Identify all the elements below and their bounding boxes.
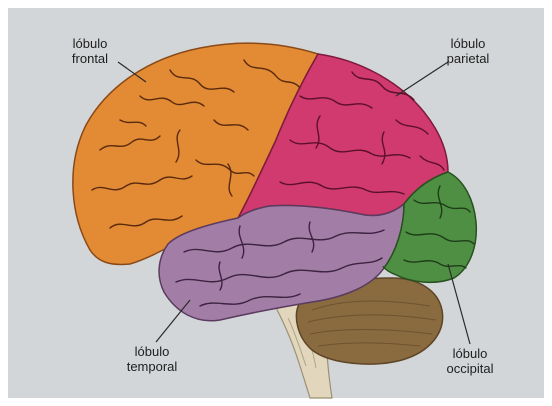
leader-line-occipital xyxy=(448,264,470,344)
leader-line-parietal xyxy=(396,62,448,96)
label-parietal-line1: lóbulo xyxy=(424,36,512,51)
leader-line-temporal xyxy=(156,300,190,342)
label-occipital-lobe: lóbulo occipital xyxy=(428,346,512,376)
label-temporal-line1: lóbulo xyxy=(112,344,192,359)
label-frontal-line1: lóbulo xyxy=(52,36,128,51)
label-frontal-line2: frontal xyxy=(52,51,128,66)
label-occipital-line2: occipital xyxy=(428,361,512,376)
label-frontal-lobe: lóbulo frontal xyxy=(52,36,128,66)
label-temporal-lobe: lóbulo temporal xyxy=(112,344,192,374)
label-temporal-line2: temporal xyxy=(112,359,192,374)
label-parietal-lobe: lóbulo parietal xyxy=(424,36,512,66)
label-occipital-line1: lóbulo xyxy=(428,346,512,361)
label-parietal-line2: parietal xyxy=(424,51,512,66)
